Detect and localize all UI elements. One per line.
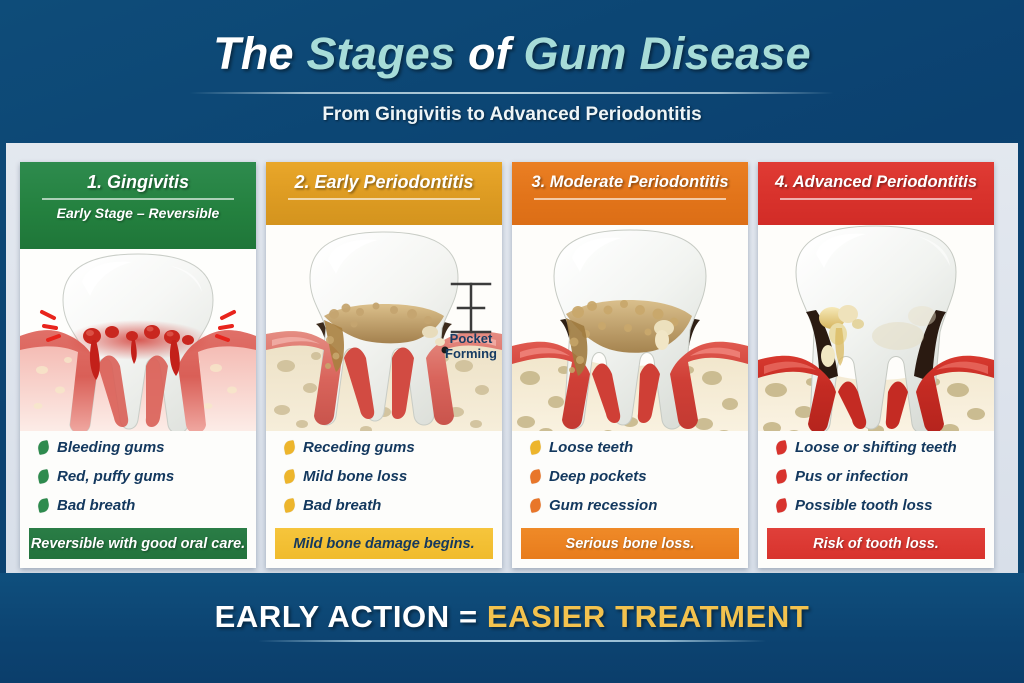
stage-2-bullet-3: Bad breath [303,497,382,514]
leaf-bullet-icon [282,497,297,514]
title-part-4: Gum Disease [523,28,811,79]
stage-1-illustration [20,249,256,431]
leaf-bullet-icon [36,468,51,485]
stage-1-subtitle: Early Stage – Reversible [56,204,220,221]
stage-3-header: 3. Moderate Periodontitis [512,162,748,225]
tooth-severe-recession-pus-icon [758,225,994,431]
stage-4-title: 4. Advanced Periodontitis [774,173,977,191]
stage-3-symptom-list: Loose teeth Deep pockets Gum recession [512,431,748,528]
stage-2-header: 2. Early Periodontitis [266,162,502,225]
leaf-bullet-icon [528,439,543,456]
stage-4-illustration [758,225,994,431]
list-item: Deep pockets [528,462,748,491]
leaf-bullet-icon [774,439,789,456]
title-part-1: The [213,28,307,79]
stage-1-footer: Reversible with good oral care. [29,528,247,559]
list-item: Bad breath [36,491,256,520]
stage-3-bullet-2: Deep pockets [549,468,647,485]
list-item: Pus or infection [774,462,994,491]
stage-2-footer: Mild bone damage begins. [275,528,493,559]
banner-divider [258,640,766,642]
list-item: Loose teeth [528,433,748,462]
stage-3-title: 3. Moderate Periodontitis [531,173,729,191]
list-item: Gum recession [528,491,748,520]
stage-3-header-divider [533,198,727,200]
stage-card-early-periodontitis[interactable]: 2. Early Periodontitis [266,162,502,568]
tooth-tartar-pocket-icon [266,225,502,431]
tooth-healthy-bleeding-gums-icon [20,249,256,431]
stage-card-gingivitis[interactable]: 1. Gingivitis Early Stage – Reversible [20,162,256,568]
stage-4-symptom-list: Loose or shifting teeth Pus or infection… [758,431,994,528]
stage-3-footer: Serious bone loss. [521,528,739,559]
stage-2-bullet-2: Mild bone loss [303,468,408,485]
bottom-banner: EARLY ACTION = EASIER TREATMENT [0,573,1024,683]
stage-4-header-divider [779,198,973,200]
stage-2-symptom-list: Receding gums Mild bone loss Bad breath [266,431,502,528]
stage-2-bullet-1: Receding gums [303,439,415,456]
stage-1-symptom-list: Bleeding gums Red, puffy gums Bad breath [20,431,256,528]
stage-1-title: 1. Gingivitis [86,172,190,192]
stage-card-advanced-periodontitis[interactable]: 4. Advanced Periodontitis [758,162,994,568]
cta-text-accent: EASIER TREATMENT [486,599,810,634]
list-item: Possible tooth loss [774,491,994,520]
header: The Stages of Gum Disease From Gingiviti… [0,0,1024,143]
leaf-bullet-icon [36,439,51,456]
stage-2-title: 2. Early Periodontitis [294,172,474,192]
stage-3-illustration [512,225,748,431]
stage-4-footer: Risk of tooth loss. [767,528,985,559]
list-item: Loose or shifting teeth [774,433,994,462]
stage-3-bullet-3: Gum recession [549,497,658,514]
leaf-bullet-icon [528,468,543,485]
page-subtitle: From Gingivitis to Advanced Periodontiti… [322,104,702,125]
list-item: Bad breath [282,491,502,520]
pocket-forming-annotation: Pocket Forming [436,331,502,361]
leaf-bullet-icon [774,468,789,485]
pocket-annotation-line-1: Pocket [449,331,493,346]
stage-4-header: 4. Advanced Periodontitis [758,162,994,225]
stage-4-bullet-3: Possible tooth loss [795,497,933,514]
stage-card-moderate-periodontitis[interactable]: 3. Moderate Periodontitis [512,162,748,568]
pocket-measure-marker [450,282,492,334]
stage-1-bullet-1: Bleeding gums [57,439,165,456]
title-part-3: of [467,28,524,79]
stage-4-bullet-1: Loose or shifting teeth [795,439,957,456]
cta-text-primary: EARLY ACTION = [214,599,487,634]
tooth-deep-pockets-bone-loss-icon [512,225,748,431]
list-item: Bleeding gums [36,433,256,462]
call-to-action: EARLY ACTION = EASIER TREATMENT [0,599,1024,635]
stage-1-bullet-3: Bad breath [57,497,136,514]
title-divider [190,92,834,94]
list-item: Mild bone loss [282,462,502,491]
leaf-bullet-icon [282,468,297,485]
stage-1-bullet-2: Red, puffy gums [57,468,175,485]
pocket-annotation-line-2: Forming [445,346,497,361]
leaf-bullet-icon [282,439,297,456]
stage-1-header-divider [41,198,235,200]
leaf-bullet-icon [528,497,543,514]
page-title: The Stages of Gum Disease [0,27,1024,81]
list-item: Red, puffy gums [36,462,256,491]
stage-2-illustration: Pocket Forming [266,225,502,431]
leaf-bullet-icon [36,497,51,514]
title-part-2: Stages [306,28,468,79]
list-item: Receding gums [282,433,502,462]
stage-1-header: 1. Gingivitis Early Stage – Reversible [20,162,256,249]
stage-4-bullet-2: Pus or infection [795,468,909,485]
leaf-bullet-icon [774,497,789,514]
stage-2-header-divider [287,198,481,200]
stage-card-row: 1. Gingivitis Early Stage – Reversible [20,162,1004,568]
stage-3-bullet-1: Loose teeth [549,439,634,456]
